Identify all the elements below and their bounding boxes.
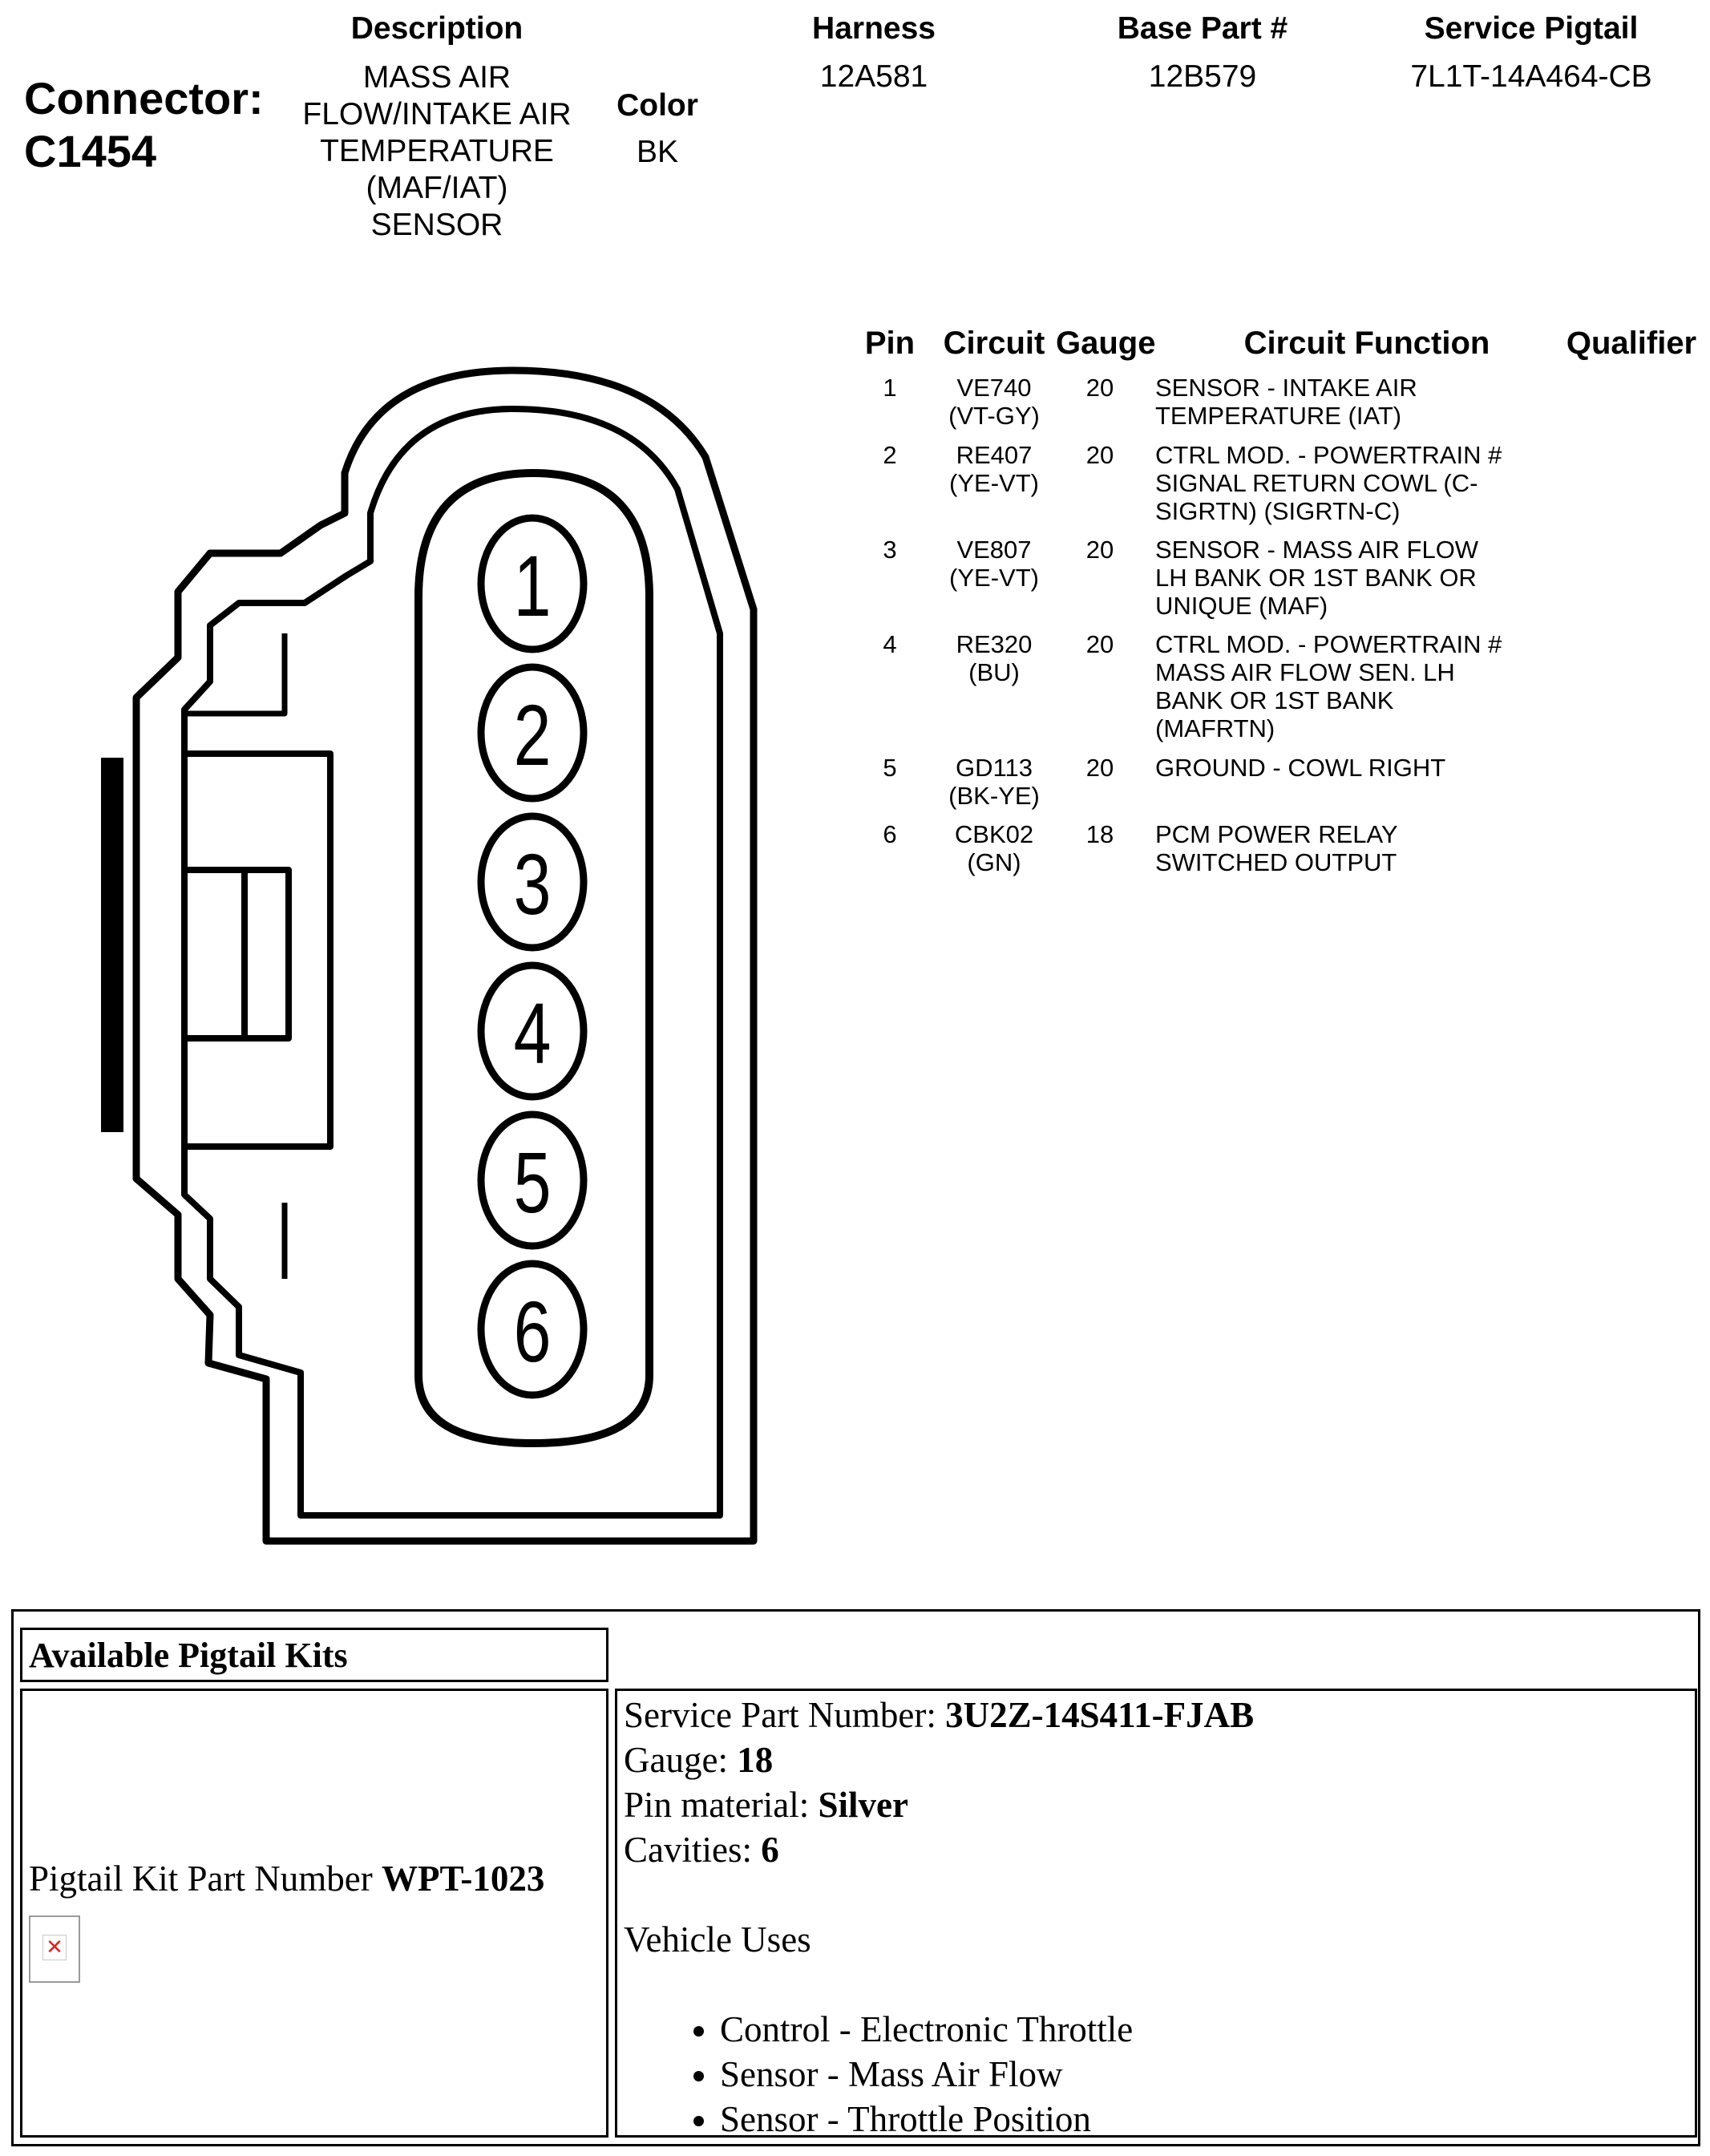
circuit-cell: VE807(YE-VT) — [949, 536, 1039, 592]
vehicle-uses-list: Control - Electronic Throttle Sensor - M… — [624, 2007, 1254, 2142]
kit-part-line: Pigtail Kit Part Number WPT-1023 — [29, 1858, 544, 1899]
latch-detail — [184, 633, 288, 717]
gauge-cell: 20 — [1085, 374, 1114, 402]
connector-label: Connector: — [24, 73, 264, 123]
pin-number-label: 3 — [514, 835, 552, 933]
circuit-cell: GD113(BK-YE) — [948, 754, 1040, 810]
base-part-value: 12B579 — [1148, 59, 1257, 94]
header-description: Description — [350, 11, 524, 46]
pin-cell: 6 — [883, 820, 897, 848]
cavities-value: 6 — [761, 1830, 779, 1870]
circuit-header: Circuit — [943, 326, 1045, 361]
kit-part-cell: Pigtail Kit Part Number WPT-1023 ✕ — [20, 1689, 608, 2138]
housing-inner — [181, 406, 723, 1519]
gauge-cell: 20 — [1085, 630, 1114, 658]
description-line: FLOW/INTAKE AIR — [302, 97, 572, 131]
description-line: (MAF/IAT) — [366, 171, 508, 205]
latch-detail — [184, 750, 334, 1150]
pin-circle — [477, 663, 588, 803]
pin-circle — [477, 1110, 588, 1250]
kit-details-cell: Service Part Number: 3U2Z-14S411-FJAB Ga… — [615, 1689, 1697, 2139]
gauge-cell: 20 — [1085, 754, 1114, 782]
pin-number-label: 4 — [514, 985, 552, 1082]
list-item: Sensor - Throttle Position — [720, 2097, 1254, 2142]
gauge-header: Gauge — [1056, 326, 1156, 361]
color-value: BK — [636, 135, 679, 169]
connector-diagram: 1 2 3 4 5 6 — [101, 366, 758, 1545]
pin-number-label: 6 — [514, 1283, 552, 1381]
gauge-cell: 20 — [1085, 441, 1114, 469]
service-part-number: 3U2Z-14S411-FJAB — [945, 1695, 1255, 1735]
function-cell: GROUND - COWL RIGHT — [1155, 754, 1446, 782]
pin-circle — [477, 514, 588, 653]
qualifier-header: Qualifier — [1566, 326, 1697, 361]
pin-circle — [477, 812, 588, 952]
kit-part-number: WPT-1023 — [381, 1859, 545, 1899]
list-item: Control - Electronic Throttle — [720, 2007, 1254, 2052]
pin-cell: 4 — [883, 630, 897, 658]
list-item: Sensor - Mass Air Flow — [720, 2052, 1254, 2097]
color-label: Color — [616, 88, 698, 123]
kit-part-label: Pigtail Kit Part Number — [29, 1859, 373, 1899]
header-service-pigtail: Service Pigtail — [1424, 11, 1639, 46]
circuit-cell: RE320(BU) — [956, 630, 1033, 686]
service-part-line: Service Part Number: 3U2Z-14S411-FJAB — [624, 1695, 1255, 1735]
pin-header: Pin — [864, 326, 916, 361]
pin-circle — [477, 1260, 588, 1399]
service-pigtail-value: 7L1T-14A464-CB — [1410, 59, 1652, 94]
pin-number-label: 1 — [514, 537, 552, 635]
pin-material-value: Silver — [818, 1785, 908, 1825]
pin-material-line: Pin material: Silver — [624, 1785, 908, 1825]
function-cell: CTRL MOD. - POWERTRAIN #SIGNAL RETURN CO… — [1155, 441, 1502, 525]
pin-number-label: 2 — [514, 686, 552, 784]
description-line: SENSOR — [370, 208, 503, 242]
pin-cavity — [414, 469, 653, 1447]
function-header: Circuit Function — [1243, 326, 1490, 361]
pin-circles: 1 2 3 4 5 6 — [477, 514, 588, 1399]
gauge-cell: 18 — [1085, 820, 1114, 848]
header-harness: Harness — [812, 11, 936, 46]
housing-outline — [132, 366, 758, 1545]
pigtail-kits-table: Available Pigtail Kits Pigtail Kit Part … — [11, 1609, 1700, 2146]
kits-title-cell: Available Pigtail Kits — [20, 1628, 608, 1682]
gauge-value: 18 — [737, 1740, 774, 1780]
pin-cell: 2 — [883, 441, 897, 469]
vehicle-uses-label: Vehicle Uses — [624, 1919, 811, 1960]
circuit-cell: RE407(YE-VT) — [949, 441, 1039, 497]
pin-circle — [477, 961, 588, 1101]
connector-id: C1454 — [24, 126, 157, 176]
kits-title: Available Pigtail Kits — [29, 1636, 348, 1675]
circuit-cell: VE740(VT-GY) — [948, 374, 1040, 430]
gauge-line: Gauge: 18 — [624, 1740, 774, 1780]
latch-detail — [184, 867, 292, 1042]
pin-cell: 5 — [883, 754, 897, 782]
pin-number-label: 5 — [514, 1134, 552, 1232]
pin-table: Pin Circuit Gauge Circuit Function Quali… — [846, 321, 1710, 882]
circuit-cell: CBK02(GN) — [954, 820, 1034, 876]
header-base-part: Base Part # — [1117, 11, 1288, 46]
cavities-line: Cavities: 6 — [624, 1830, 779, 1870]
connector-description: MASS AIR FLOW/INTAKE AIR TEMPERATURE (MA… — [269, 59, 605, 244]
pin-cell: 3 — [883, 536, 897, 564]
broken-image-icon: ✕ — [29, 1915, 80, 1983]
function-cell: CTRL MOD. - POWERTRAIN #MASS AIR FLOW SE… — [1155, 630, 1502, 742]
harness-value: 12A581 — [819, 59, 928, 94]
description-line: TEMPERATURE — [320, 134, 554, 168]
pin-cell: 1 — [883, 374, 897, 402]
gauge-cell: 20 — [1085, 536, 1114, 564]
description-line: MASS AIR — [362, 60, 511, 95]
